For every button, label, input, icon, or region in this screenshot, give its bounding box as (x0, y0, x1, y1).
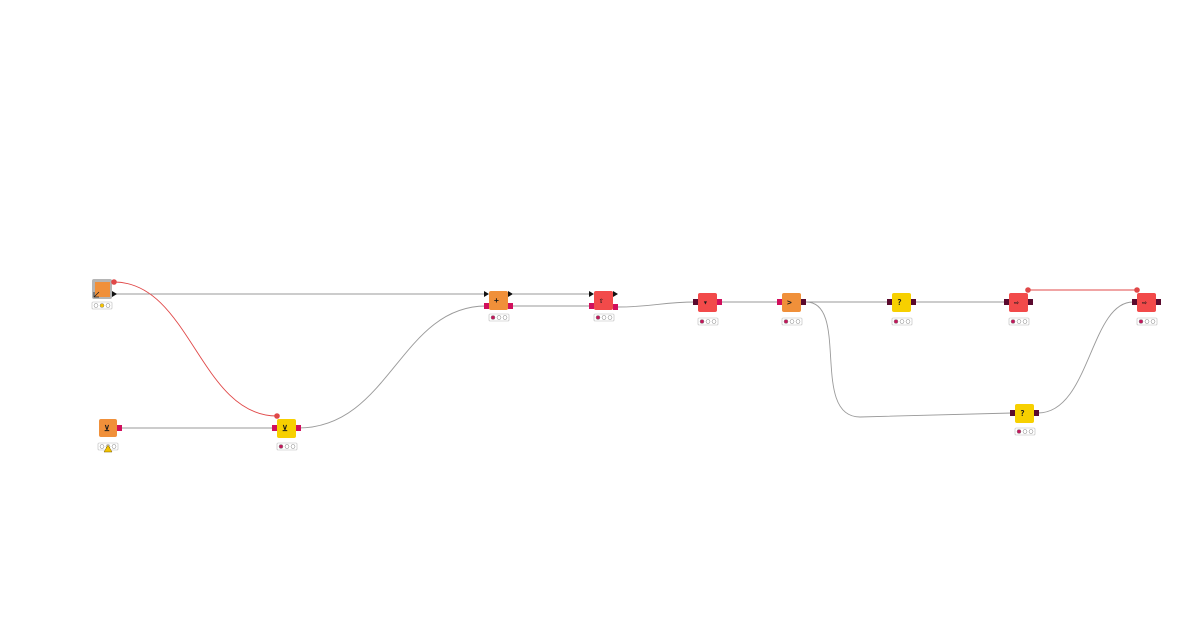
node-db-query[interactable]: ? (887, 293, 916, 326)
db-in-port[interactable] (693, 299, 698, 305)
db-in-port[interactable] (1132, 299, 1137, 305)
data-out-port[interactable] (508, 291, 513, 297)
node-db-insert-body (489, 291, 508, 310)
warning-icon (103, 444, 113, 453)
traffic-light (697, 317, 719, 326)
db-out-port[interactable] (801, 299, 806, 305)
data-out-port[interactable] (112, 291, 117, 297)
node-db-query-lower[interactable]: ? (1010, 404, 1039, 436)
db-out-port[interactable] (613, 304, 618, 310)
node-db-connector[interactable]: ⊻ (272, 413, 301, 451)
flow-variable-out-port[interactable] (1025, 287, 1031, 293)
db-out-port[interactable] (508, 303, 513, 309)
node-db-reader-final-glyph: ⇨ (1142, 298, 1147, 307)
traffic-light (593, 313, 615, 322)
traffic-light (1014, 427, 1036, 436)
node-db-reader-glyph: ⇨ (1014, 298, 1019, 307)
db-in-port[interactable] (1010, 410, 1015, 416)
db-out-port[interactable] (296, 425, 301, 431)
node-db-reader-final[interactable]: ⇨ (1132, 287, 1161, 326)
node-db-connector-body (277, 419, 296, 438)
data-out-port[interactable] (1156, 299, 1161, 305)
db-out-port[interactable] (717, 299, 722, 305)
node-db-query-lower-glyph: ? (1020, 409, 1025, 418)
traffic-light (1136, 317, 1158, 326)
node-db-writer-body (594, 291, 613, 310)
node-component-body (95, 282, 110, 297)
node-db-query-glyph: ? (897, 298, 902, 307)
variable-connection-component-to-connector[interactable] (113, 281, 278, 417)
connection-writer-to-table-selector[interactable] (616, 301, 697, 308)
traffic-light (781, 317, 803, 326)
db-in-port[interactable] (589, 303, 594, 309)
node-db-query-body (892, 293, 911, 312)
data-in-port[interactable] (589, 291, 594, 297)
node-db-query-lower-body (1015, 404, 1034, 423)
connection-row-filter-to-query-lower[interactable] (805, 301, 1013, 418)
node-credentials-body (99, 419, 117, 437)
node-db-table-selector[interactable]: ▾ (693, 293, 722, 326)
db-in-port[interactable] (777, 299, 782, 305)
db-out-port[interactable] (1034, 410, 1039, 416)
node-db-writer[interactable]: ⇧ (589, 291, 618, 322)
traffic-light (488, 313, 510, 322)
data-out-port[interactable] (613, 291, 618, 297)
db-out-port[interactable] (911, 299, 916, 305)
db-in-port[interactable] (1004, 299, 1009, 305)
data-out-port[interactable] (1028, 299, 1033, 305)
data-in-port[interactable] (484, 291, 489, 297)
node-db-reader-final-body (1137, 293, 1156, 312)
node-db-row-filter-glyph: > (787, 298, 792, 307)
node-db-insert-glyph: + (494, 296, 499, 305)
node-db-reader[interactable]: ⇨ (1004, 287, 1033, 326)
db-in-port[interactable] (484, 303, 489, 309)
node-component[interactable] (91, 279, 117, 310)
db-in-port[interactable] (272, 425, 277, 431)
node-db-writer-glyph: ⇧ (599, 296, 604, 305)
connections (113, 281, 1137, 429)
node-db-table-selector-glyph: ▾ (703, 298, 708, 307)
flow-variable-out-port[interactable] (111, 279, 117, 285)
node-db-reader-body (1009, 293, 1028, 312)
db-out-port[interactable] (117, 425, 122, 431)
node-db-insert[interactable]: + (484, 291, 513, 322)
traffic-light (91, 301, 113, 310)
node-db-table-selector-body (698, 293, 717, 312)
component-arrow-icon (93, 291, 100, 298)
node-db-row-filter[interactable]: > (777, 293, 806, 326)
node-db-connector-glyph: ⊻ (282, 424, 288, 433)
connection-connector-to-insert[interactable] (297, 305, 487, 429)
node-credentials[interactable]: ⊻ (97, 419, 122, 453)
node-db-row-filter-body (782, 293, 801, 312)
flow-variable-in-port[interactable] (1134, 287, 1140, 293)
traffic-light (891, 317, 913, 326)
flow-variable-in-port[interactable] (274, 413, 280, 419)
traffic-light (276, 442, 298, 451)
connection-query-lower-to-final[interactable] (1037, 301, 1134, 414)
db-in-port[interactable] (887, 299, 892, 305)
traffic-light (1008, 317, 1030, 326)
node-credentials-glyph: ⊻ (104, 424, 110, 433)
